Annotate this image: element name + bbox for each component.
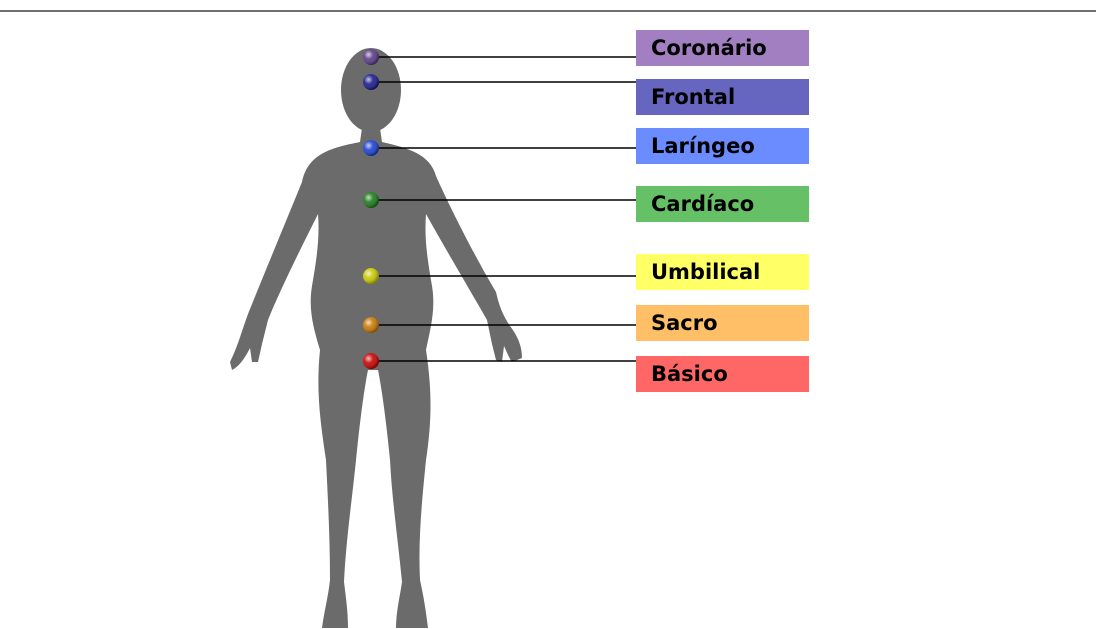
- label-cardiaco: Cardíaco: [636, 186, 809, 222]
- label-umbilical: Umbilical: [636, 254, 809, 290]
- chakra-dot-shine: [363, 140, 379, 156]
- chakra-dot-shine: [363, 49, 379, 65]
- chakra-dot-shine: [363, 353, 379, 369]
- chakra-dot-shine: [363, 192, 379, 208]
- label-coronario: Coronário: [636, 30, 809, 66]
- human-silhouette: [230, 48, 522, 628]
- label-laringeo: Laríngeo: [636, 128, 809, 164]
- chakra-dot-shine: [363, 74, 379, 90]
- chakra-dot-shine: [363, 268, 379, 284]
- label-basico: Básico: [636, 356, 809, 392]
- label-frontal: Frontal: [636, 79, 809, 115]
- label-sacro: Sacro: [636, 305, 809, 341]
- chakra-dot-shine: [363, 317, 379, 333]
